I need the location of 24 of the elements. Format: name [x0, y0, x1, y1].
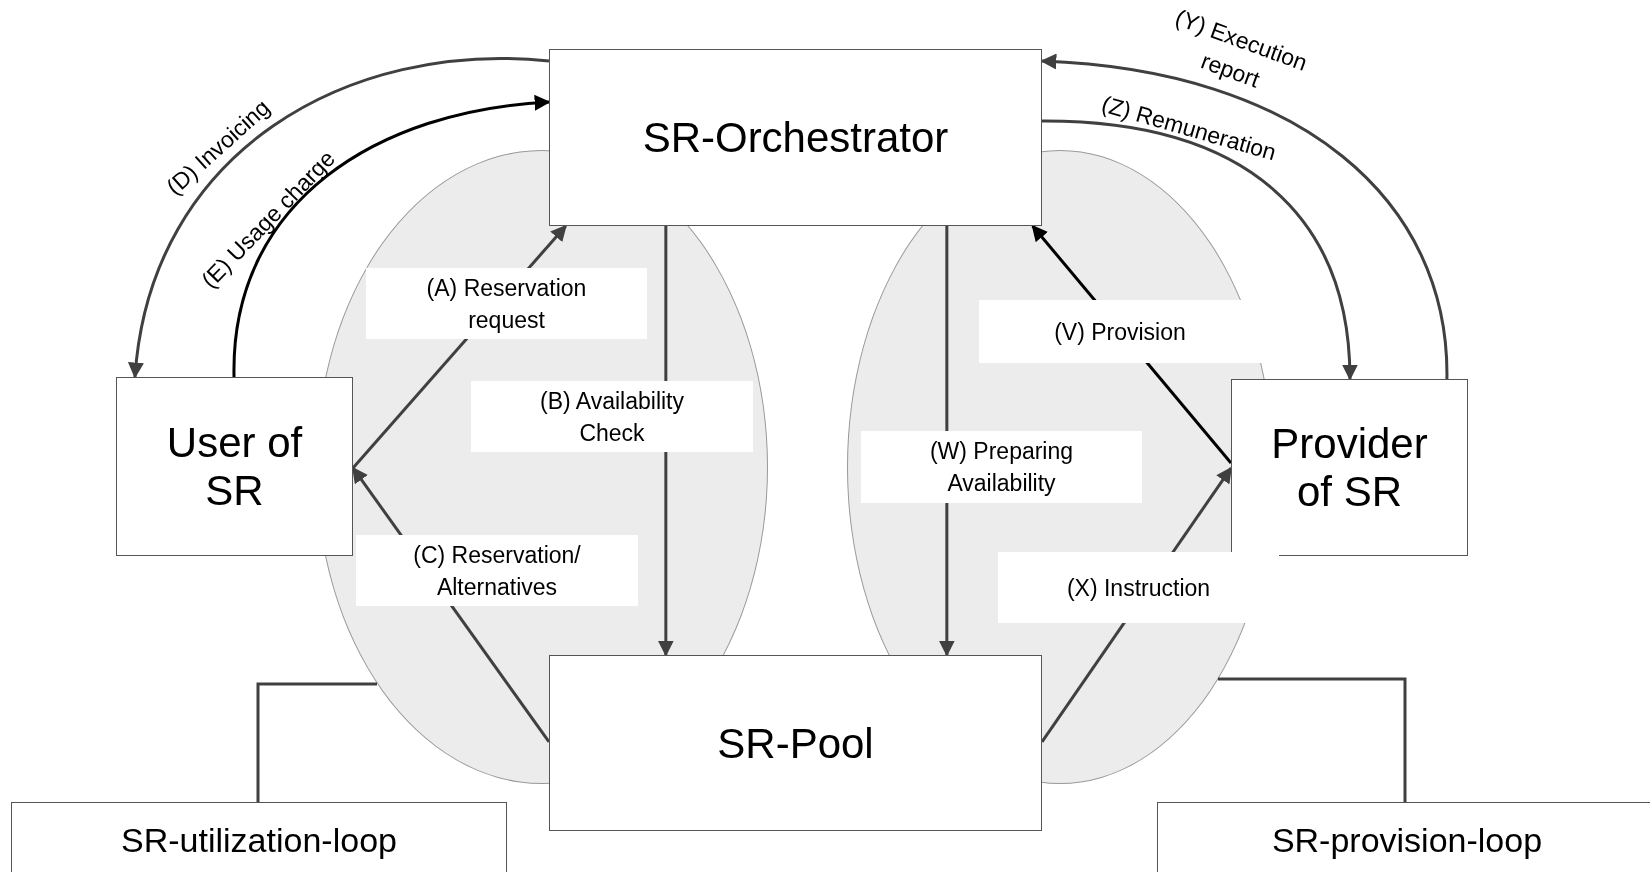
edge-label: (X) Instruction	[998, 552, 1279, 623]
node-label: User of SR	[165, 418, 304, 515]
node-label: SR-Pool	[717, 718, 874, 769]
arrow	[1041, 119, 1358, 381]
loop-label-box	[11, 802, 507, 872]
actor-box	[116, 377, 353, 556]
leader-line	[256, 682, 377, 802]
node-label: SR-utilization-loop	[121, 820, 397, 861]
leader-line	[1218, 677, 1407, 802]
edge-label: (V) Provision	[979, 300, 1261, 363]
edge-label: (C) Reservation/ Alternatives	[356, 535, 638, 606]
node-label: Provider of SR	[1270, 419, 1429, 516]
process-box	[549, 655, 1042, 831]
edge-label: (W) Preparing Availability	[861, 431, 1142, 503]
edge-label: (B) Availability Check	[471, 381, 753, 452]
arrow	[1040, 54, 1449, 380]
actor-box	[1231, 379, 1468, 556]
node-label: SR-Orchestrator	[642, 113, 949, 163]
edge-label: (A) Reservation request	[366, 268, 647, 339]
loop-label-box	[1157, 802, 1650, 872]
process-box	[549, 49, 1042, 226]
arrow	[129, 57, 550, 379]
node-label: SR-provision-loop	[1271, 820, 1543, 861]
arrow	[232, 95, 551, 378]
